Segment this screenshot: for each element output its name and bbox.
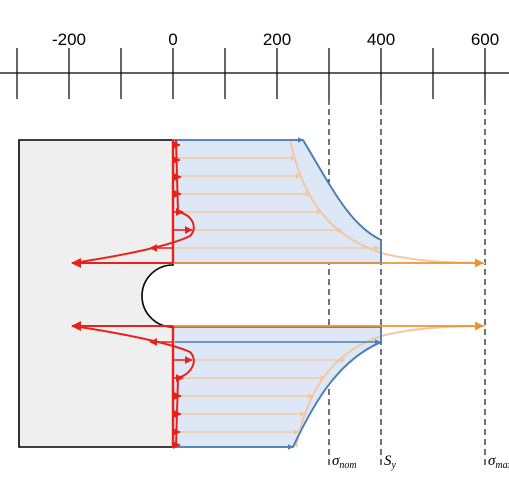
reference-lines: [328, 99, 486, 466]
axis-ticks: -200 0 200 400 600: [16, 30, 499, 99]
reference-label-y: Sy: [384, 453, 397, 471]
label-symbol: σ: [488, 453, 496, 469]
reference-label-nom: σnom: [332, 453, 357, 471]
residual-stress-upper: [71, 139, 195, 268]
label-subscript: nom: [339, 460, 356, 471]
axis-tick-label: 200: [263, 30, 291, 49]
axis-tick-label: 0: [168, 30, 177, 49]
stress-arrows-lower: [173, 321, 484, 450]
residual-stress-lower: [71, 321, 195, 449]
stress-arrows-upper: [173, 137, 484, 268]
reference-label-max: σmax: [488, 453, 509, 471]
reference-labels: σnomSyσmax: [332, 453, 509, 471]
stress-axis: -200 0 200 400 600: [0, 30, 509, 99]
label-subscript: max: [495, 460, 509, 471]
axis-tick-label: 600: [471, 30, 499, 49]
axis-tick-label: 400: [367, 30, 395, 49]
label-symbol: σ: [332, 453, 340, 469]
axis-tick-label: -200: [52, 30, 86, 49]
label-subscript: y: [391, 460, 397, 471]
label-symbol: S: [384, 453, 392, 469]
plastic-zone-lower: [172, 326, 382, 448]
notched-plate: [18, 139, 174, 448]
